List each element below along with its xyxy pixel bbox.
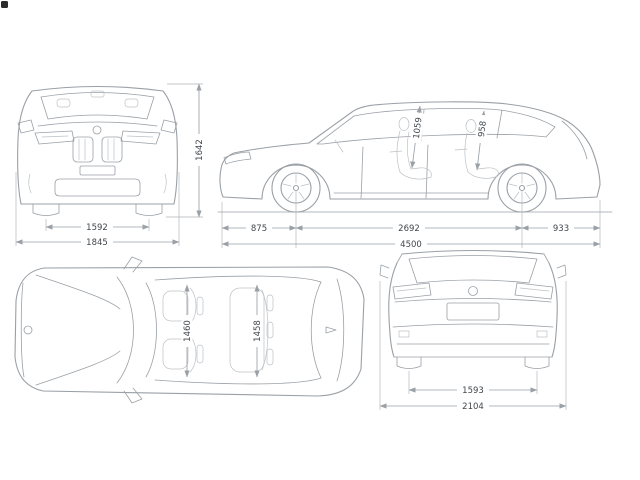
tailgate-crease <box>394 298 552 303</box>
dim-rear-track: 1593 <box>462 386 484 396</box>
front-left-headrest <box>56 98 71 108</box>
front-wheel-spokes <box>282 173 310 200</box>
dim-overall-length: 4500 <box>400 240 422 250</box>
top-right-mirror <box>123 387 143 404</box>
dim-overall-height: 1642 <box>195 139 205 161</box>
rear-left-mirror <box>379 264 390 279</box>
front-wheel-right <box>135 203 163 216</box>
front-roof <box>31 85 164 92</box>
front-right-headrest <box>124 98 139 108</box>
rear-roof-right-edge <box>543 253 550 264</box>
dim-front-track: 1592 <box>86 223 108 233</box>
grille-right-kidney <box>101 136 123 163</box>
rear-right-mirror <box>556 264 567 279</box>
front-view <box>17 85 178 216</box>
top-hood-line-upper <box>35 274 121 310</box>
left-mirror <box>17 119 35 134</box>
rear-window <box>408 255 538 284</box>
rear-window-arc <box>310 281 322 379</box>
dim-wheelbase: 2692 <box>398 224 420 234</box>
left-reflector <box>398 330 410 338</box>
side-glasshouse <box>316 108 556 145</box>
side-view <box>217 101 613 213</box>
rear-view <box>379 249 567 369</box>
left-headlight-detail <box>41 135 69 138</box>
rear-door-line <box>425 144 429 199</box>
side-length-dimensions: 875 2692 933 4500 <box>221 190 601 250</box>
rear-roof <box>401 249 545 255</box>
corner-mark <box>1 1 8 8</box>
rear-dimensions: 1593 2104 <box>379 281 567 412</box>
side-body-outline <box>219 101 601 200</box>
front-body-right <box>162 90 178 205</box>
right-headlight-detail <box>126 135 154 138</box>
rear-bench-top <box>229 287 274 373</box>
front-wheel-left <box>32 203 60 216</box>
tailgate-arc <box>336 278 345 382</box>
c-pillar <box>496 109 503 139</box>
side-headlight <box>223 151 252 165</box>
rearview-mirror <box>90 90 105 98</box>
top-dimensions: 1460 1458 <box>181 284 263 378</box>
left-taillight <box>392 282 432 300</box>
rear-body-right <box>548 262 558 358</box>
rear-bumper-top <box>392 323 554 328</box>
top-hood-line-lower <box>35 350 121 386</box>
front-license-plate <box>79 165 116 176</box>
rear-wheel-spokes <box>508 173 536 200</box>
dim-rear-interior-width: 1458 <box>253 320 263 342</box>
rear-wheel-left <box>396 356 422 369</box>
tailgate-line <box>561 120 588 160</box>
roof-side-lower <box>154 377 322 385</box>
front-body-left <box>17 90 33 205</box>
top-body-outline <box>14 266 365 397</box>
grille-slats <box>78 138 115 161</box>
windshield-base-arc <box>145 282 157 378</box>
rear-roof-left-edge <box>396 253 403 264</box>
front-windshield <box>40 92 155 120</box>
right-reflector <box>536 330 548 338</box>
front-door-line <box>360 146 364 199</box>
dim-front-overhang: 875 <box>251 224 267 234</box>
dim-width-incl-mirrors: 2104 <box>462 402 484 412</box>
front-fog-left <box>28 173 32 194</box>
rear-body-left <box>388 262 398 358</box>
front-door-handle <box>389 150 403 153</box>
dim-rear-overhang: 933 <box>553 224 569 234</box>
front-fog-right <box>163 173 167 194</box>
right-headlight <box>120 130 161 145</box>
rear-brand-logo-icon <box>468 286 478 296</box>
right-mirror <box>160 119 178 134</box>
brand-logo-icon <box>92 125 102 135</box>
top-left-mirror <box>123 256 143 273</box>
rear-license-plate <box>446 302 500 321</box>
right-taillight <box>514 282 554 300</box>
top-brand-logo-icon <box>23 325 33 335</box>
roof-side-upper <box>154 275 322 283</box>
left-taillight-detail <box>396 287 427 292</box>
left-headlight <box>34 130 75 145</box>
front-seat <box>396 117 432 180</box>
right-taillight-detail <box>519 287 550 292</box>
windshield-arc <box>116 276 134 384</box>
front-dimensions: 1592 1845 1642 <box>15 83 205 248</box>
dim-rear-headroom: 958 <box>477 120 489 137</box>
dim-front-interior-width: 1460 <box>183 320 193 342</box>
fin-antenna <box>325 326 337 334</box>
steering-wheel <box>334 139 344 153</box>
front-intake <box>54 178 141 197</box>
top-nose-line <box>20 282 25 378</box>
rear-wheel-right <box>524 356 550 369</box>
grille-left-kidney <box>72 136 94 163</box>
top-view <box>14 256 365 404</box>
front-hood-line <box>37 121 158 127</box>
side-headroom-dimensions: 1059 958 <box>409 105 490 171</box>
dim-front-width: 1845 <box>86 238 108 248</box>
dim-front-headroom: 1059 <box>412 117 425 140</box>
